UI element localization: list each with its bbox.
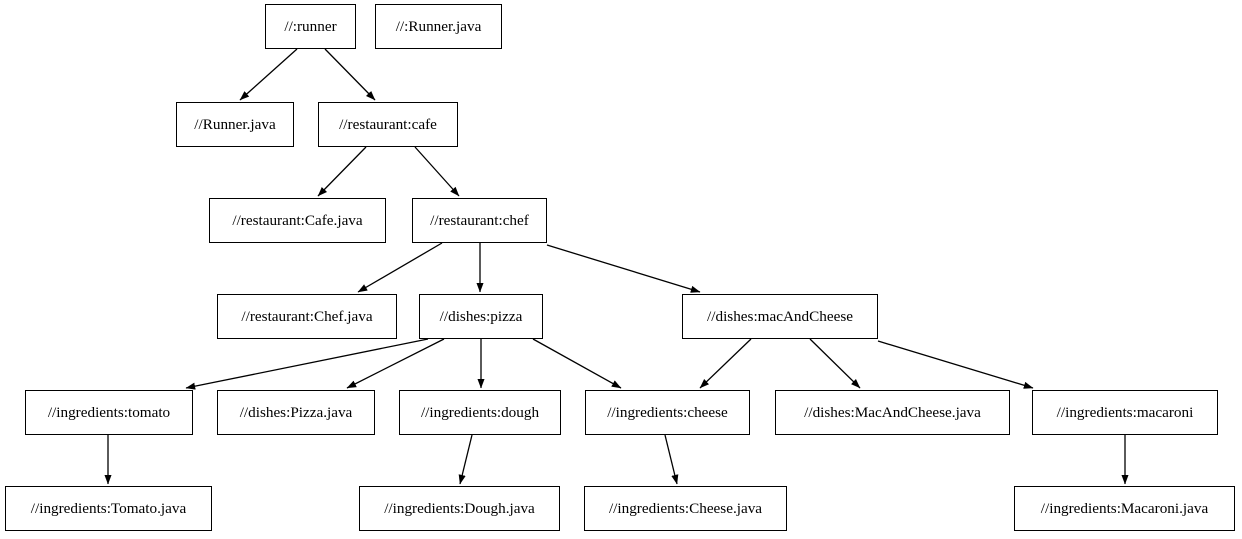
graph-node-label: //ingredients:Dough.java — [384, 499, 535, 517]
graph-node-runner_java[interactable]: //Runner.java — [176, 102, 294, 147]
graph-node-label: //ingredients:Macaroni.java — [1040, 499, 1209, 517]
graph-node-label: //restaurant:chef — [430, 211, 529, 229]
graph-node-ing_macaroni[interactable]: //ingredients:macaroni — [1032, 390, 1218, 435]
graph-edge-dishes_macandcheese-to-dishes_mac_java — [809, 338, 861, 389]
graph-node-ing_macaroni_java[interactable]: //ingredients:Macaroni.java — [1014, 486, 1235, 531]
graph-edge-runner_target-to-runner_java — [239, 48, 298, 101]
graph-node-dishes_pizza_java[interactable]: //dishes:Pizza.java — [217, 390, 375, 435]
graph-node-label: //ingredients:cheese — [607, 403, 728, 421]
graph-node-label: //ingredients:dough — [420, 403, 540, 421]
graph-edge-restaurant_cafe-to-restaurant_chef — [414, 146, 460, 197]
graph-node-runner_target[interactable]: //:runner — [265, 4, 356, 49]
graph-edge-ing_cheese-to-ing_cheese_java — [664, 434, 679, 485]
graph-node-label: //Runner.java — [194, 115, 276, 133]
graph-node-ing_cheese[interactable]: //ingredients:cheese — [585, 390, 750, 435]
graph-node-label: //ingredients:macaroni — [1056, 403, 1194, 421]
graph-edge-dishes_pizza-to-ing_cheese — [532, 338, 622, 389]
graph-node-restaurant_cafe[interactable]: //restaurant:cafe — [318, 102, 458, 147]
graph-edge-restaurant_cafe-to-restaurant_cafe_java — [317, 146, 367, 197]
graph-node-ing_cheese_java[interactable]: //ingredients:Cheese.java — [584, 486, 787, 531]
graph-node-dishes_macandcheese[interactable]: //dishes:macAndCheese — [682, 294, 878, 339]
graph-edge-dishes_macandcheese-to-ing_macaroni — [877, 340, 1034, 389]
graph-edge-dishes_macandcheese-to-ing_cheese — [699, 338, 752, 389]
graph-node-label: //ingredients:Tomato.java — [30, 499, 187, 517]
graph-node-label: //restaurant:Cafe.java — [232, 211, 363, 229]
graph-edge-dishes_pizza-to-ing_tomato — [185, 338, 429, 390]
graph-edge-ing_dough-to-ing_dough_java — [458, 434, 473, 485]
graph-node-restaurant_chef[interactable]: //restaurant:chef — [412, 198, 547, 243]
graph-node-label: //ingredients:tomato — [47, 403, 171, 421]
graph-node-restaurant_chef_java[interactable]: //restaurant:Chef.java — [217, 294, 397, 339]
graph-node-label: //ingredients:Cheese.java — [608, 499, 763, 517]
graph-edge-restaurant_chef-to-dishes_macandcheese — [546, 244, 701, 293]
graph-edge-dishes_pizza-to-dishes_pizza_java — [346, 338, 445, 389]
graph-node-label: //dishes:macAndCheese — [707, 307, 853, 325]
graph-node-label: //dishes:pizza — [439, 307, 523, 325]
graph-node-dishes_pizza[interactable]: //dishes:pizza — [419, 294, 543, 339]
graph-node-label: //:Runner.java — [395, 17, 482, 35]
graph-edge-runner_target-to-restaurant_cafe — [324, 48, 376, 101]
graph-node-dishes_mac_java[interactable]: //dishes:MacAndCheese.java — [775, 390, 1010, 435]
graph-edge-restaurant_chef-to-restaurant_chef_java — [357, 242, 443, 293]
graph-node-label: //restaurant:cafe — [339, 115, 437, 133]
graph-node-runner_java_root[interactable]: //:Runner.java — [375, 4, 502, 49]
graph-node-ing_tomato[interactable]: //ingredients:tomato — [25, 390, 193, 435]
graph-node-label: //dishes:MacAndCheese.java — [804, 403, 981, 421]
graph-node-label: //restaurant:Chef.java — [241, 307, 373, 325]
graph-node-label: //:runner — [284, 17, 337, 35]
graph-node-ing_dough[interactable]: //ingredients:dough — [399, 390, 561, 435]
graph-node-ing_tomato_java[interactable]: //ingredients:Tomato.java — [5, 486, 212, 531]
graph-node-ing_dough_java[interactable]: //ingredients:Dough.java — [359, 486, 560, 531]
graph-node-restaurant_cafe_java[interactable]: //restaurant:Cafe.java — [209, 198, 386, 243]
graph-node-label: //dishes:Pizza.java — [239, 403, 353, 421]
